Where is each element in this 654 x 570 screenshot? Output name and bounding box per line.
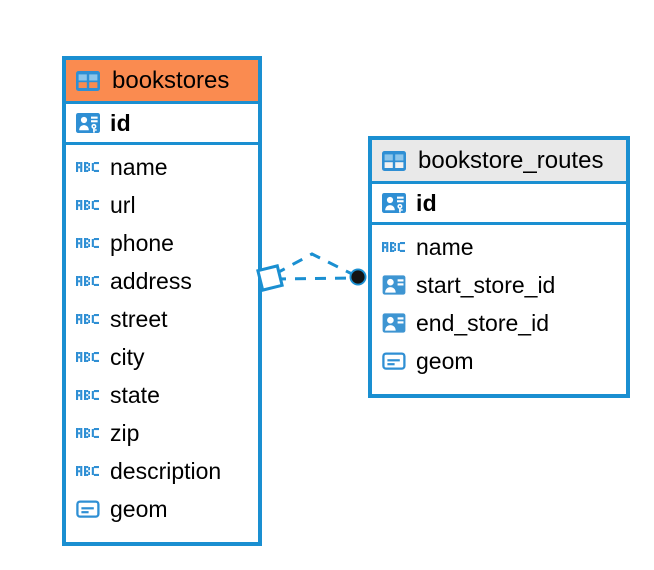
text-abc-icon — [76, 428, 99, 438]
text-abc-icon — [76, 276, 99, 286]
field-label-id: id — [110, 109, 131, 136]
field-row-geom[interactable]: geom — [372, 342, 626, 380]
field-label-geom: geom — [110, 495, 168, 522]
geometry-icon — [76, 500, 100, 518]
field-row-url[interactable]: url — [66, 186, 258, 224]
entity-bookstores[interactable]: bookstores id — [62, 56, 262, 546]
field-row-end-store-id[interactable]: end_store_id — [372, 304, 626, 342]
relationship-branch-upper — [274, 252, 359, 279]
field-label-end-store-id: end_store_id — [416, 309, 549, 336]
primary-key-icon — [76, 113, 100, 133]
text-abc-icon — [76, 238, 99, 248]
field-label-name: name — [416, 233, 474, 260]
primary-key-icon — [382, 193, 406, 213]
field-row-city[interactable]: city — [66, 338, 258, 376]
text-abc-icon — [76, 314, 99, 324]
relationship-connector[interactable] — [255, 238, 375, 308]
foreign-key-icon — [382, 275, 406, 295]
geometry-icon — [382, 352, 406, 370]
entity-bookstores-fields: name url — [66, 145, 258, 532]
entity-bookstore-routes-pk-section: id — [372, 184, 626, 225]
field-row-start-store-id[interactable]: start_store_id — [372, 266, 626, 304]
entity-bookstores-header[interactable]: bookstores — [66, 60, 258, 104]
diamond-outline-marker — [256, 264, 284, 292]
field-row-description[interactable]: description — [66, 452, 258, 490]
field-label-url: url — [110, 191, 136, 218]
table-icon — [76, 70, 100, 91]
entity-bookstore-routes-fields: name start_store_id — [372, 225, 626, 384]
field-label-state: state — [110, 381, 160, 408]
field-row-phone[interactable]: phone — [66, 224, 258, 262]
field-row-state[interactable]: state — [66, 376, 258, 414]
entity-bookstore-routes-header[interactable]: bookstore_routes — [372, 140, 626, 184]
text-abc-icon — [76, 390, 99, 400]
field-label-description: description — [110, 457, 222, 484]
entity-bookstore-routes[interactable]: bookstore_routes id — [368, 136, 630, 398]
text-abc-icon — [76, 466, 99, 476]
entity-bookstores-title: bookstores — [112, 66, 230, 94]
foreign-key-icon — [382, 313, 406, 333]
text-abc-icon — [76, 200, 99, 210]
field-row-street[interactable]: street — [66, 300, 258, 338]
field-label-city: city — [110, 343, 145, 370]
field-label-id: id — [416, 189, 437, 216]
field-row-name[interactable]: name — [372, 228, 626, 266]
field-label-address: address — [110, 267, 192, 294]
field-label-street: street — [110, 305, 168, 332]
field-row-zip[interactable]: zip — [66, 414, 258, 452]
field-label-name: name — [110, 153, 168, 180]
text-abc-icon — [76, 162, 99, 172]
field-row-geom[interactable]: geom — [66, 490, 258, 528]
field-label-geom: geom — [416, 347, 474, 374]
field-row-id[interactable]: id — [66, 104, 258, 142]
field-row-address[interactable]: address — [66, 262, 258, 300]
field-label-zip: zip — [110, 419, 140, 446]
entity-bookstores-pk-section: id — [66, 104, 258, 145]
field-row-id[interactable]: id — [372, 184, 626, 222]
field-row-name[interactable]: name — [66, 148, 258, 186]
filled-circle-marker — [349, 268, 367, 286]
field-label-start-store-id: start_store_id — [416, 271, 556, 298]
entity-bookstore-routes-title: bookstore_routes — [418, 146, 604, 174]
relationship-branch-lower — [274, 276, 359, 281]
text-abc-icon — [76, 352, 99, 362]
table-icon — [382, 150, 406, 171]
field-label-phone: phone — [110, 229, 174, 256]
text-abc-icon — [382, 242, 405, 252]
